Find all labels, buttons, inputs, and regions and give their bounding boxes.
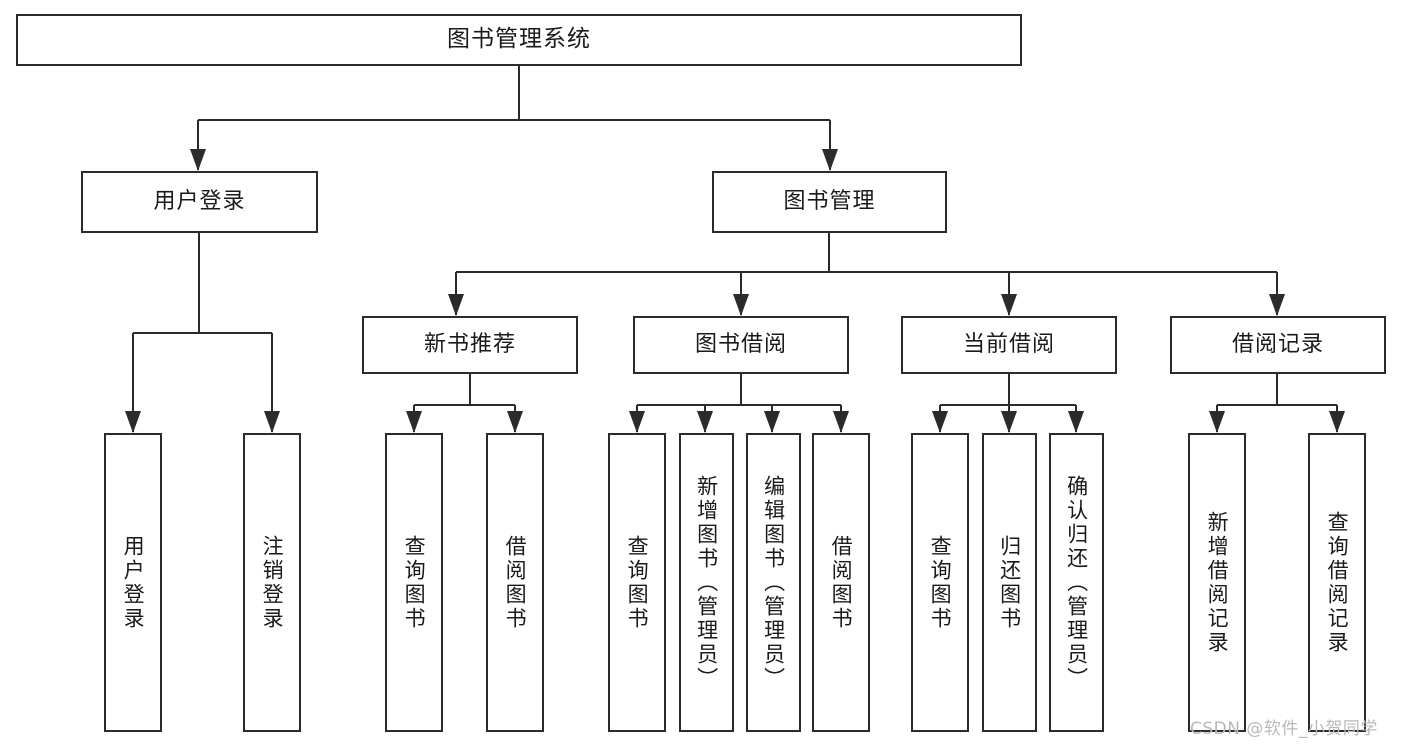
node-leaf-login[interactable]: 用户登录 [104,433,162,732]
node-label: 查询图书 [928,534,953,631]
node-label: 归还图书 [997,534,1022,631]
node-bookmgmt[interactable]: 图书管理 [712,171,947,233]
node-label: 用户登录 [121,534,146,631]
node-leaf-ret[interactable]: 归还图书 [982,433,1037,732]
node-label: 查询借阅记录 [1325,510,1350,655]
node-label: 借阅图书 [503,534,528,631]
node-label: 借阅记录 [1231,331,1324,357]
node-leaf-edit[interactable]: 编辑图书（管理员） [746,433,801,732]
node-leaf-q1[interactable]: 查询图书 [385,433,443,732]
node-label: 用户登录 [153,188,246,214]
node-leaf-addrec[interactable]: 新增借阅记录 [1188,433,1246,732]
node-leaf-logout[interactable]: 注销登录 [243,433,301,732]
node-leaf-qrec[interactable]: 查询借阅记录 [1308,433,1366,732]
node-label: 查询图书 [402,534,427,631]
node-leaf-b1[interactable]: 借阅图书 [486,433,544,732]
node-label: 新增图书（管理员） [694,474,719,691]
node-label: 借阅图书 [829,534,854,631]
node-root[interactable]: 图书管理系统 [16,14,1022,66]
node-label: 图书管理 [783,188,876,214]
csdn-watermark: CSDN @软件_小贺同学 [1190,719,1378,739]
node-leaf-conf[interactable]: 确认归还（管理员） [1049,433,1104,732]
node-label: 新书推荐 [423,331,516,357]
node-leaf-add[interactable]: 新增图书（管理员） [679,433,734,732]
node-leaf-q3[interactable]: 查询图书 [911,433,969,732]
node-records[interactable]: 借阅记录 [1170,316,1386,374]
node-newbook[interactable]: 新书推荐 [362,316,578,374]
node-leaf-b2[interactable]: 借阅图书 [812,433,870,732]
node-login[interactable]: 用户登录 [81,171,318,233]
node-borrow[interactable]: 图书借阅 [633,316,849,374]
node-label: 图书借阅 [694,331,787,357]
node-label: 确认归还（管理员） [1064,474,1089,691]
node-label: 图书管理系统 [447,26,591,53]
node-label: 编辑图书（管理员） [761,474,786,691]
node-label: 查询图书 [625,534,650,631]
node-label: 当前借阅 [962,331,1055,357]
node-leaf-q2[interactable]: 查询图书 [608,433,666,732]
node-label: 注销登录 [260,534,285,631]
node-current[interactable]: 当前借阅 [901,316,1117,374]
node-label: 新增借阅记录 [1205,510,1230,655]
